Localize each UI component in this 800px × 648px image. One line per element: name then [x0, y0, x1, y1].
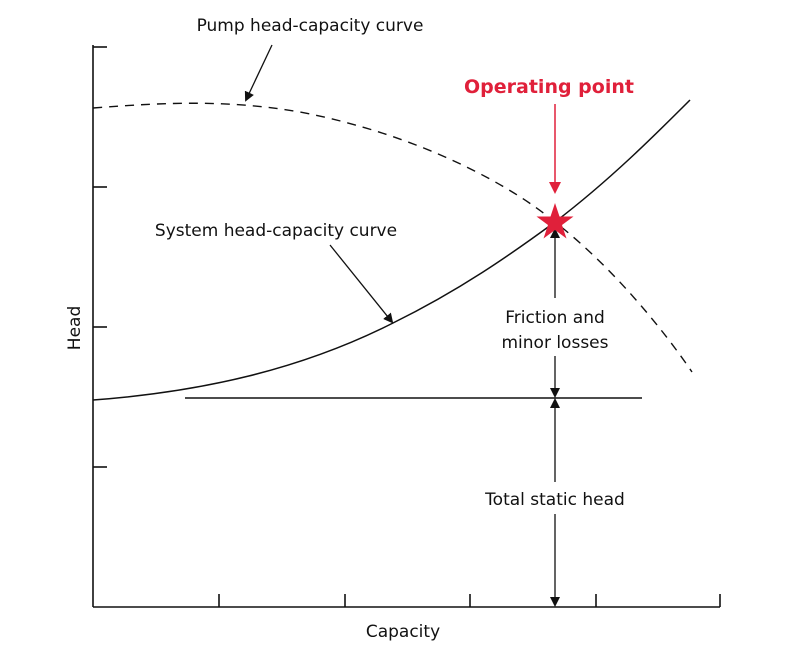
operating-point-star-icon [536, 203, 574, 239]
system-curve-label: System head-capacity curve [155, 221, 397, 241]
pump-curve-label: Pump head-capacity curve [197, 16, 424, 36]
operating-point-label: Operating point [464, 76, 634, 98]
pump-curve-arrow [244, 44, 273, 102]
friction-label-line2: minor losses [501, 333, 608, 353]
system-curve-arrow [329, 244, 394, 324]
friction-label-line1: Friction and [505, 308, 605, 328]
y-axis-label: Head [65, 306, 85, 350]
x-axis-label: Capacity [366, 622, 440, 642]
pump-curve [92, 102, 693, 373]
system-curve [92, 99, 691, 401]
static-head-label: Total static head [484, 490, 625, 510]
axes [92, 45, 721, 608]
